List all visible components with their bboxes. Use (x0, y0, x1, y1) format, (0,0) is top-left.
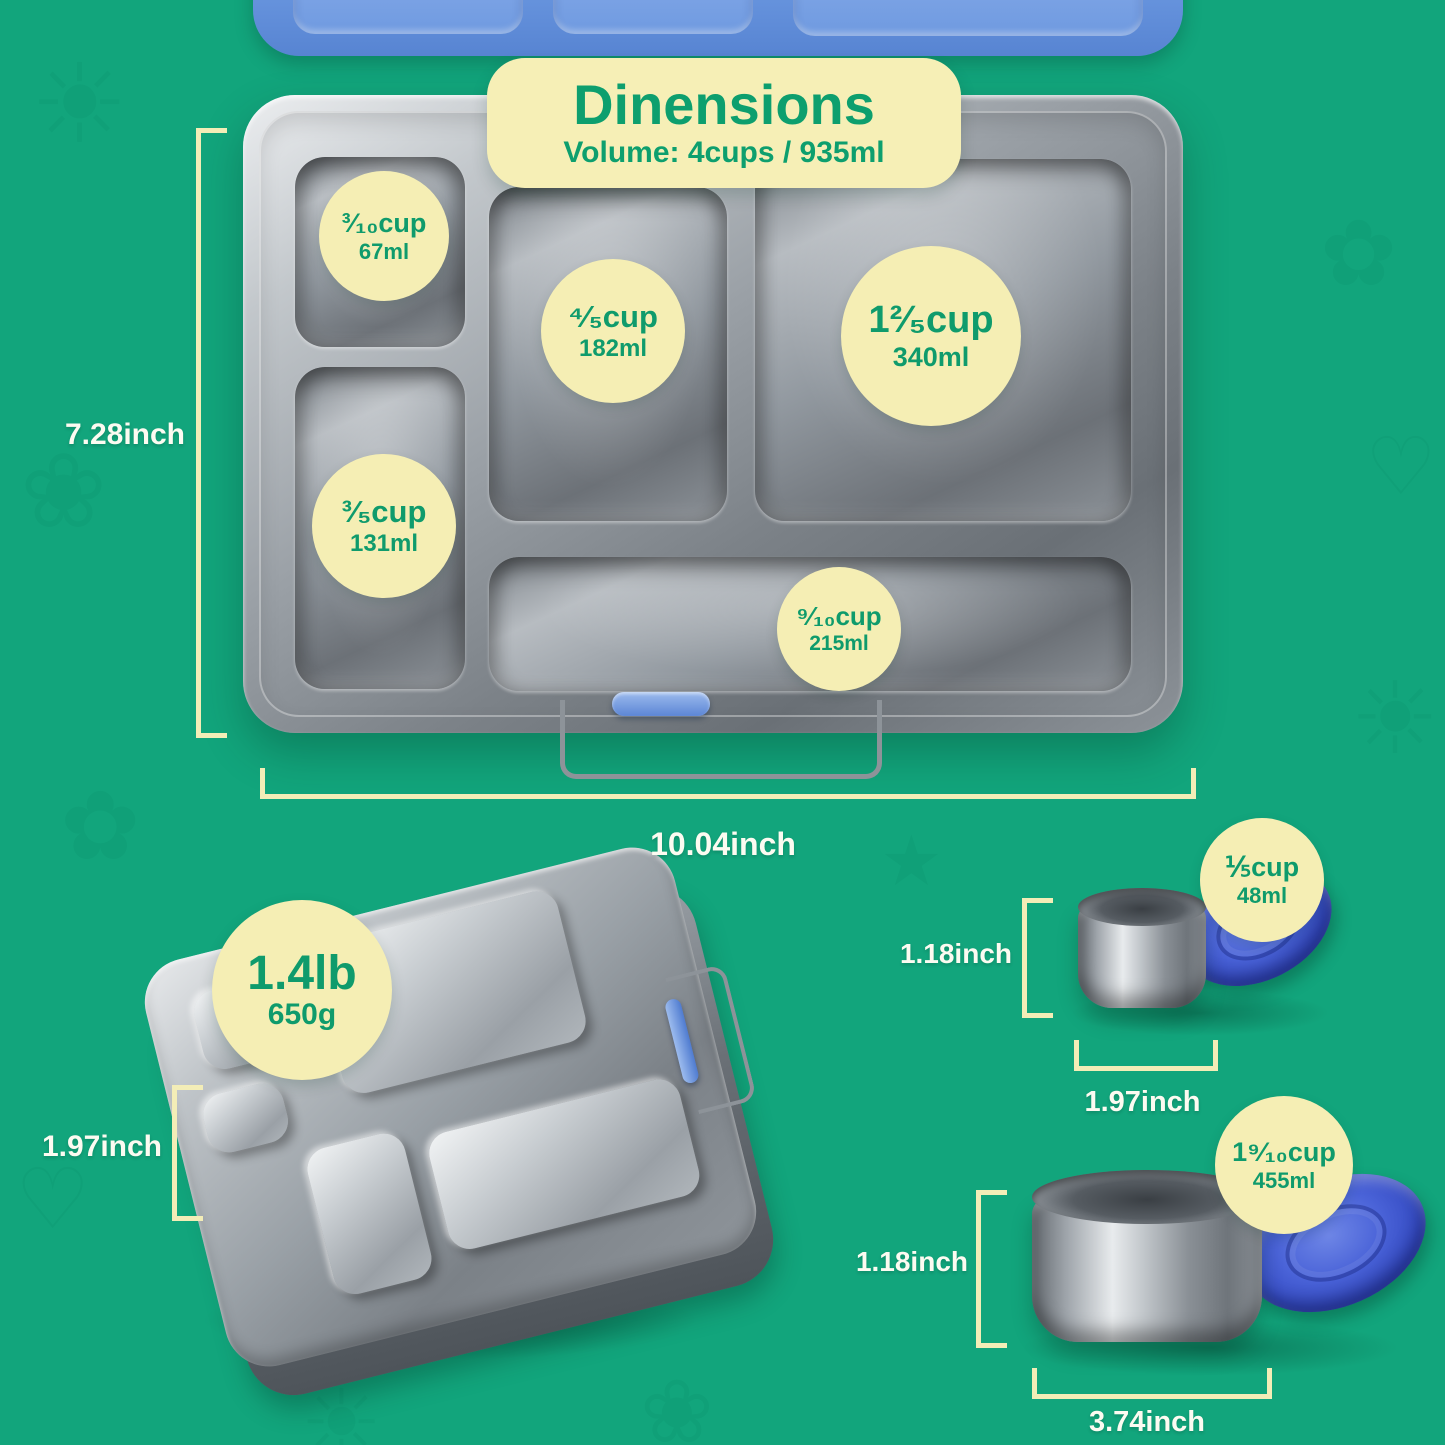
weight-g-label: 650g (267, 998, 337, 1032)
volume-label: ⁹⁄₁₀cup (796, 600, 882, 631)
heart-icon: ♡ (1365, 422, 1437, 511)
sun-icon: ☀ (1350, 663, 1440, 775)
small-cup-width-label: 1.97inch (1084, 1086, 1201, 1118)
title-card: Dinensions Volume: 4cups / 935ml (487, 58, 961, 188)
large-cup-height-bracket (976, 1190, 1007, 1348)
lid-bump-tall (302, 1128, 437, 1299)
latch-wire (560, 700, 882, 779)
box-height-label: 1.97inch (41, 1130, 162, 1163)
lid-pocket (553, 0, 753, 34)
tray-height-label: 7.28inch (64, 418, 185, 451)
heart-icon: ♡ (15, 1152, 91, 1246)
volume-label: ³⁄₅cup (341, 494, 427, 530)
width-dimension-bracket (260, 768, 1196, 799)
weight-lb-label: 1.4lb (247, 947, 357, 1001)
ml-label: 340ml (892, 342, 970, 373)
small-cup-width-bracket (1074, 1040, 1218, 1071)
blossom-icon: ❀ (20, 434, 108, 550)
tray-width-label: 10.04inch (650, 826, 796, 862)
star-icon: ★ (880, 822, 943, 900)
blue-lid-underside (253, 0, 1183, 56)
volume-label: ⅕cup (1224, 851, 1300, 882)
small-container-badge: ⅕cup 48ml (1200, 818, 1324, 942)
small-cup-height-label: 1.18inch (899, 938, 1012, 969)
volume-badge: ⁹⁄₁₀cup 215ml (777, 567, 901, 691)
ml-label: 67ml (358, 238, 410, 264)
volume-label: ⁴⁄₅cup (568, 299, 658, 335)
small-container-rim (1078, 888, 1206, 926)
volume-badge: ⁴⁄₅cup 182ml (541, 259, 685, 403)
latch-silicone-band (612, 692, 710, 716)
lid-bump-long (424, 1074, 704, 1254)
large-cup-height-label: 1.18inch (855, 1246, 968, 1277)
volume-badge: ³⁄₅cup 131ml (312, 454, 456, 598)
height-dimension-bracket (196, 128, 227, 738)
lid-pocket (793, 0, 1143, 36)
flower-icon: ✿ (1320, 203, 1398, 305)
flower-icon: ✿ (60, 773, 141, 880)
weight-badge: 1.4lb 650g (212, 900, 392, 1080)
sun-icon: ☀ (30, 43, 129, 166)
volume-badge: 1²⁄₅cup 340ml (841, 246, 1021, 426)
small-cup-height-bracket (1022, 898, 1053, 1018)
volume-label: 1²⁄₅cup (868, 298, 994, 341)
large-cup-width-bracket (1032, 1368, 1272, 1399)
volume-badge: ³⁄₁₀cup 67ml (319, 171, 449, 301)
large-cup-width-label: 3.74inch (1088, 1406, 1206, 1438)
ml-label: 215ml (809, 631, 869, 655)
volume-subtitle: Volume: 4cups / 935ml (563, 136, 885, 170)
large-container-badge: 1⁹⁄₁₀cup 455ml (1215, 1096, 1353, 1234)
volume-label: 1⁹⁄₁₀cup (1232, 1136, 1336, 1167)
ml-label: 48ml (1236, 882, 1288, 908)
closed-bento-box (135, 838, 784, 1406)
blossom-icon: ❀ (640, 1362, 714, 1445)
box-height-bracket (172, 1085, 203, 1221)
ml-label: 455ml (1252, 1167, 1316, 1193)
lid-bump-small (198, 1078, 293, 1157)
volume-label: ³⁄₁₀cup (341, 207, 427, 238)
ml-label: 131ml (349, 530, 419, 558)
ml-label: 182ml (578, 335, 648, 363)
lid-pocket (293, 0, 523, 34)
page-title: Dinensions (573, 72, 875, 136)
